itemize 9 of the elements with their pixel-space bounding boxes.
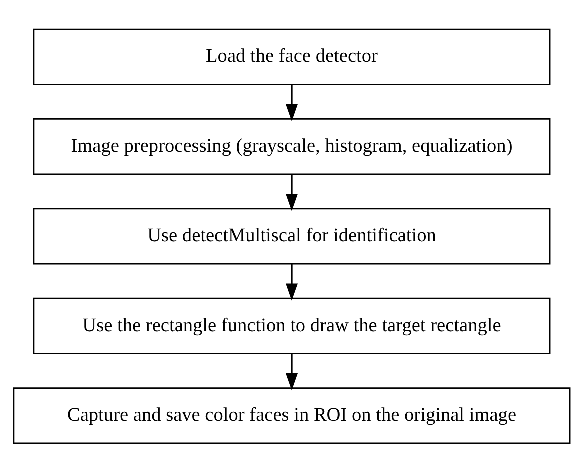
node-box: Load the face detector	[33, 28, 551, 85]
node-box: Image preprocessing (grayscale, histogram, equalization)	[33, 118, 551, 175]
arrow	[286, 264, 298, 300]
arrow	[286, 354, 298, 390]
node-box: Capture and save color faces in ROI on the original image	[13, 387, 571, 444]
arrow	[286, 174, 298, 211]
node-box: Use the rectangle function to draw the target rectangle	[33, 297, 551, 354]
node-box: Use detectMultiscal for identification	[33, 208, 551, 264]
arrow	[286, 84, 298, 122]
